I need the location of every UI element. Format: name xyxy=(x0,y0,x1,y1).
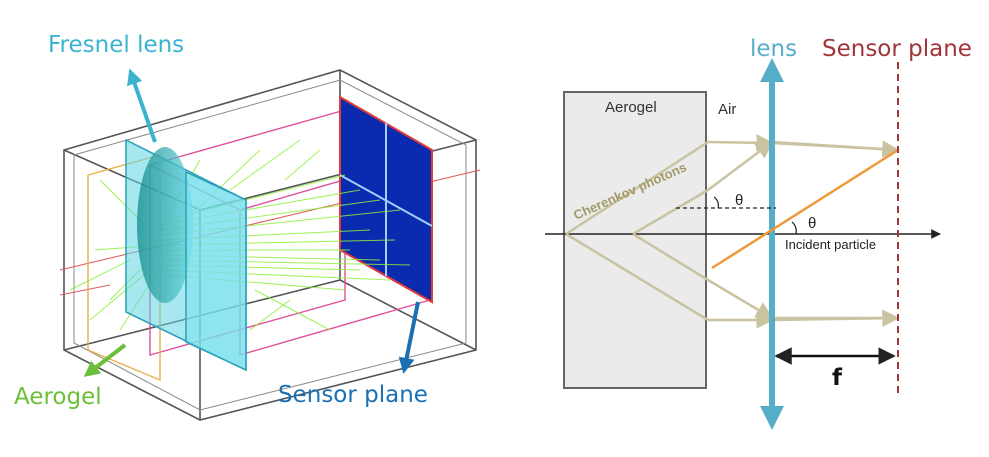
optics-schematic: Aerogel Air lens θ θ xyxy=(545,36,972,430)
theta-symbol-1: θ xyxy=(735,192,743,209)
theta-symbol-2: θ xyxy=(808,215,816,232)
lens-label: lens xyxy=(750,36,797,62)
sensor-plane-callout: Sensor plane xyxy=(278,301,428,408)
incident-particle-label: Incident particle xyxy=(785,237,876,252)
aerogel-block xyxy=(563,91,707,389)
fresnel-lens-callout: Fresnel lens xyxy=(48,32,184,143)
aerogel-label-left: Aerogel xyxy=(14,384,102,410)
air-label: Air xyxy=(718,101,736,118)
fresnel-lens-label: Fresnel lens xyxy=(48,32,184,58)
central-ray xyxy=(711,148,899,270)
theta-arc-1 xyxy=(713,196,719,209)
detector-3d-view xyxy=(59,69,481,421)
sensor-plane-panel xyxy=(339,95,433,304)
fresnel-lens-body xyxy=(125,138,247,372)
aerogel-callout: Aerogel xyxy=(14,343,127,410)
sensor-plane-label-left: Sensor plane xyxy=(278,382,428,408)
photon-rays xyxy=(565,134,900,329)
sensor-plane-label-right: Sensor plane xyxy=(822,36,972,62)
aerogel-label-right: Aerogel xyxy=(605,99,657,116)
theta-arc-2 xyxy=(791,221,797,235)
focal-length-label: f xyxy=(832,365,843,391)
